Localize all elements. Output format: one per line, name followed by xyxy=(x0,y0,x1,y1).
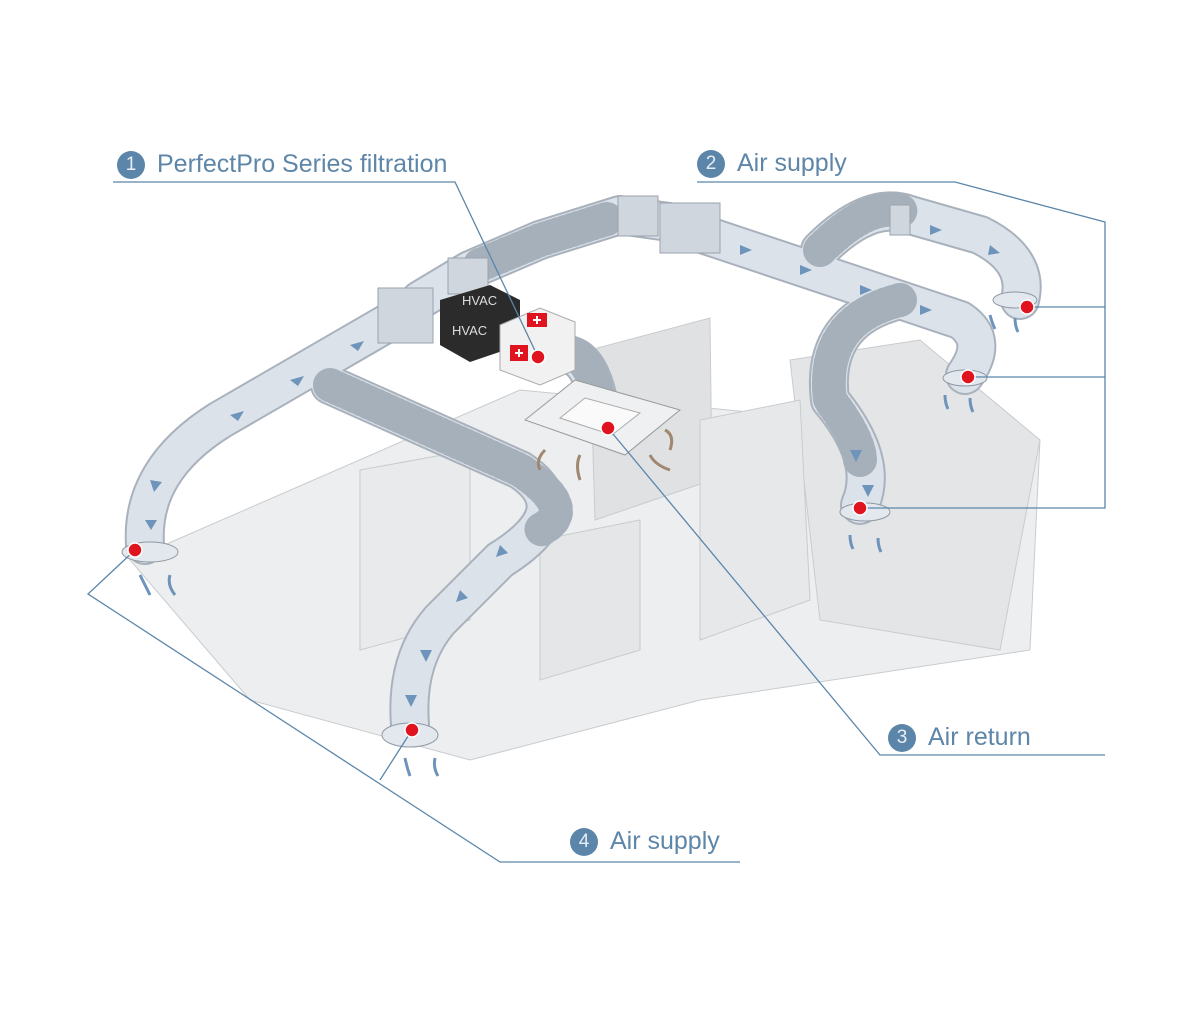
callout-number: 4 xyxy=(570,827,598,856)
callout-number: 2 xyxy=(697,149,725,178)
filtration-unit xyxy=(499,307,576,386)
svg-text:HVAC: HVAC xyxy=(452,323,487,338)
callout-filtration: 1 PerfectPro Series filtration xyxy=(117,150,447,179)
callout-air-supply-right: 2 Air supply xyxy=(697,149,847,178)
callout-air-supply-left: 4 Air supply xyxy=(570,827,720,856)
callout-number: 1 xyxy=(117,150,145,179)
callout-text: PerfectPro Series filtration xyxy=(157,150,448,178)
building-floorplan xyxy=(129,317,1041,761)
leader-lines xyxy=(86,181,1106,863)
return-grille xyxy=(523,379,682,481)
junction-boxes xyxy=(377,195,911,344)
airflow-arrows xyxy=(145,225,1000,707)
callout-text: Air return xyxy=(928,723,1031,751)
callout-air-return: 3 Air return xyxy=(888,723,1031,752)
outflow-arrows xyxy=(138,314,1020,777)
callout-text: Air supply xyxy=(610,827,720,855)
callout-text: Air supply xyxy=(737,149,847,177)
callout-markers xyxy=(127,299,1035,738)
svg-text:HVAC: HVAC xyxy=(462,293,497,308)
callout-number: 3 xyxy=(888,723,916,752)
